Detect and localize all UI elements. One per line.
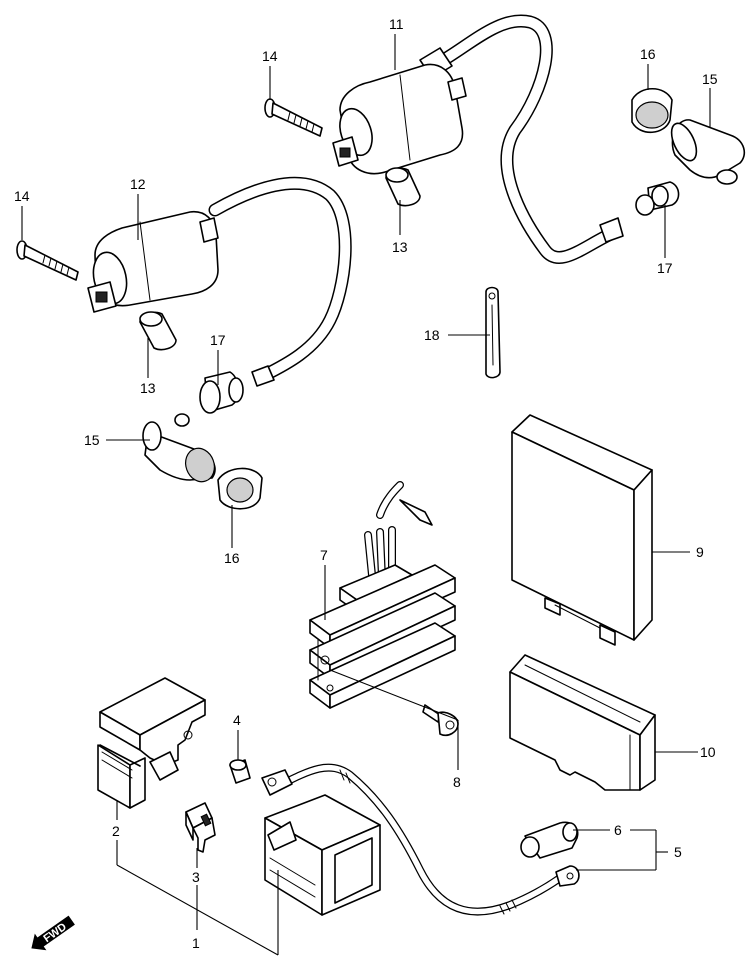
plug-cap-15-upper bbox=[670, 119, 746, 185]
callout-labels: 11 14 16 15 13 17 14 12 18 17 13 15 16 7… bbox=[14, 16, 718, 951]
callout-4: 4 bbox=[233, 712, 241, 728]
callout-12: 12 bbox=[130, 176, 146, 192]
igniter-unit-9 bbox=[511, 414, 653, 646]
bolt-8 bbox=[422, 704, 459, 737]
callout-16-lower: 16 bbox=[224, 550, 240, 566]
relay-cover-2 bbox=[97, 677, 206, 809]
callout-13-lower: 13 bbox=[140, 380, 156, 396]
callout-17-lower: 17 bbox=[210, 332, 226, 348]
callout-14-upper: 14 bbox=[262, 48, 278, 64]
grommet-17-upper bbox=[635, 181, 680, 216]
sleeve-13-upper bbox=[385, 167, 421, 207]
callout-18: 18 bbox=[424, 327, 440, 343]
callout-13-upper: 13 bbox=[392, 239, 408, 255]
cap-16-lower bbox=[217, 467, 263, 510]
bolt-14-upper bbox=[264, 98, 323, 137]
callout-1: 1 bbox=[192, 935, 200, 951]
regulator-rectifier-7 bbox=[309, 481, 456, 709]
forward-direction-badge: FWD bbox=[31, 915, 75, 951]
plug-cap-15-lower bbox=[142, 413, 216, 483]
callout-8: 8 bbox=[453, 774, 461, 790]
starter-relay-1 bbox=[261, 763, 580, 916]
callout-15-upper: 15 bbox=[702, 71, 718, 87]
leader-lines bbox=[21, 34, 711, 956]
callout-2: 2 bbox=[112, 823, 120, 839]
grommet-17-lower bbox=[199, 371, 244, 414]
callout-17-upper: 17 bbox=[657, 260, 673, 276]
callout-15-lower: 15 bbox=[84, 432, 100, 448]
bolt-14-lower bbox=[16, 240, 79, 281]
callout-10: 10 bbox=[700, 744, 716, 760]
callout-9: 9 bbox=[696, 544, 704, 560]
forward-arrow-icon bbox=[31, 915, 75, 951]
callout-6: 6 bbox=[614, 822, 622, 838]
bolt-4 bbox=[229, 759, 251, 784]
terminal-boot-6 bbox=[520, 821, 579, 859]
callout-16-upper: 16 bbox=[640, 46, 656, 62]
cap-16-upper bbox=[631, 87, 673, 134]
ignition-coil-12 bbox=[87, 176, 352, 387]
clamp-18 bbox=[485, 286, 501, 379]
callout-5: 5 bbox=[674, 844, 682, 860]
ignition-coil-11 bbox=[332, 14, 624, 264]
callout-3: 3 bbox=[192, 869, 200, 885]
callout-14-lower: 14 bbox=[14, 188, 30, 204]
callout-7: 7 bbox=[320, 547, 328, 563]
sleeve-13-lower bbox=[139, 311, 177, 351]
igniter-case-10 bbox=[509, 654, 656, 791]
fuse-3 bbox=[185, 802, 216, 853]
callout-11: 11 bbox=[389, 16, 404, 32]
